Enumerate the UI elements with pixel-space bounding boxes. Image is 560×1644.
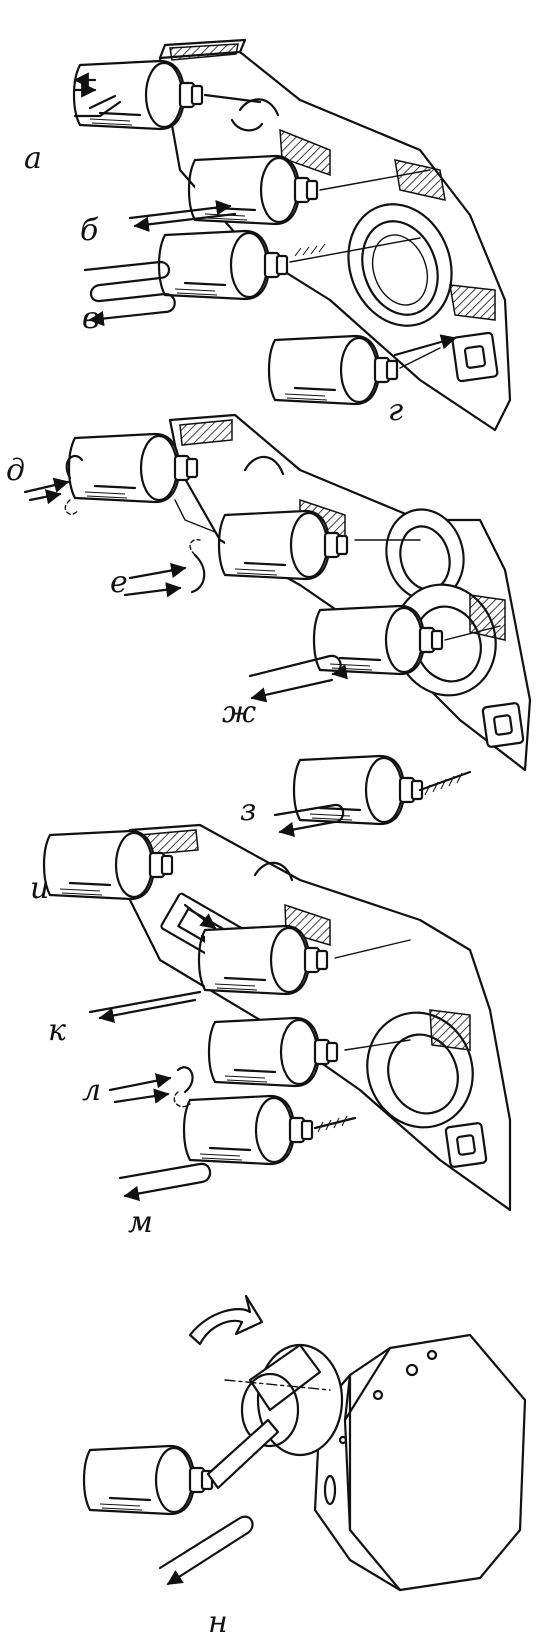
label-a: а xyxy=(24,141,42,176)
label-z: з xyxy=(240,793,256,828)
label-e: е xyxy=(110,565,128,600)
fixture-body-1 xyxy=(158,38,512,432)
motion-arrows-a xyxy=(73,72,122,118)
motion-arrows-z xyxy=(273,803,345,838)
motion-arrows-b xyxy=(128,200,237,232)
fixture-body-3 xyxy=(128,823,512,1212)
motion-arrows-v xyxy=(83,260,176,327)
label-l: л xyxy=(82,1073,101,1108)
motion-arrows-m xyxy=(118,1162,212,1202)
label-v: в xyxy=(82,301,99,336)
motion-arrows-e xyxy=(123,538,206,598)
spindle-z xyxy=(292,754,424,826)
fixture-body-2 xyxy=(168,413,532,772)
label-zh: ж xyxy=(222,695,256,730)
spindle-g xyxy=(267,334,399,406)
operation-group-2: д е ж з xyxy=(6,413,532,838)
motion-arrows-n xyxy=(158,1515,254,1586)
motion-arrows-zh xyxy=(248,654,348,703)
motion-arrows-d xyxy=(23,454,84,515)
rotation-arrow-n xyxy=(188,1294,264,1346)
label-b: б xyxy=(80,213,99,248)
label-i: и xyxy=(30,871,49,906)
label-d: д xyxy=(6,453,25,488)
motion-arrows-k xyxy=(88,990,202,1023)
operation-group-1: а б в г xyxy=(24,38,512,432)
label-m: м xyxy=(128,1205,153,1240)
label-n: н xyxy=(208,1605,228,1640)
spindle-n xyxy=(82,1444,214,1516)
tool-holder-n xyxy=(224,1343,344,1457)
operation-group-4: н xyxy=(82,1294,527,1640)
motion-arrows-g xyxy=(393,334,457,357)
spindle-m xyxy=(182,1094,314,1166)
operation-group-3: и к л м xyxy=(30,823,512,1240)
motion-arrows-l xyxy=(108,1066,194,1108)
workpiece-block xyxy=(313,1333,527,1592)
label-g: г xyxy=(388,393,403,428)
label-k: к xyxy=(48,1013,66,1048)
